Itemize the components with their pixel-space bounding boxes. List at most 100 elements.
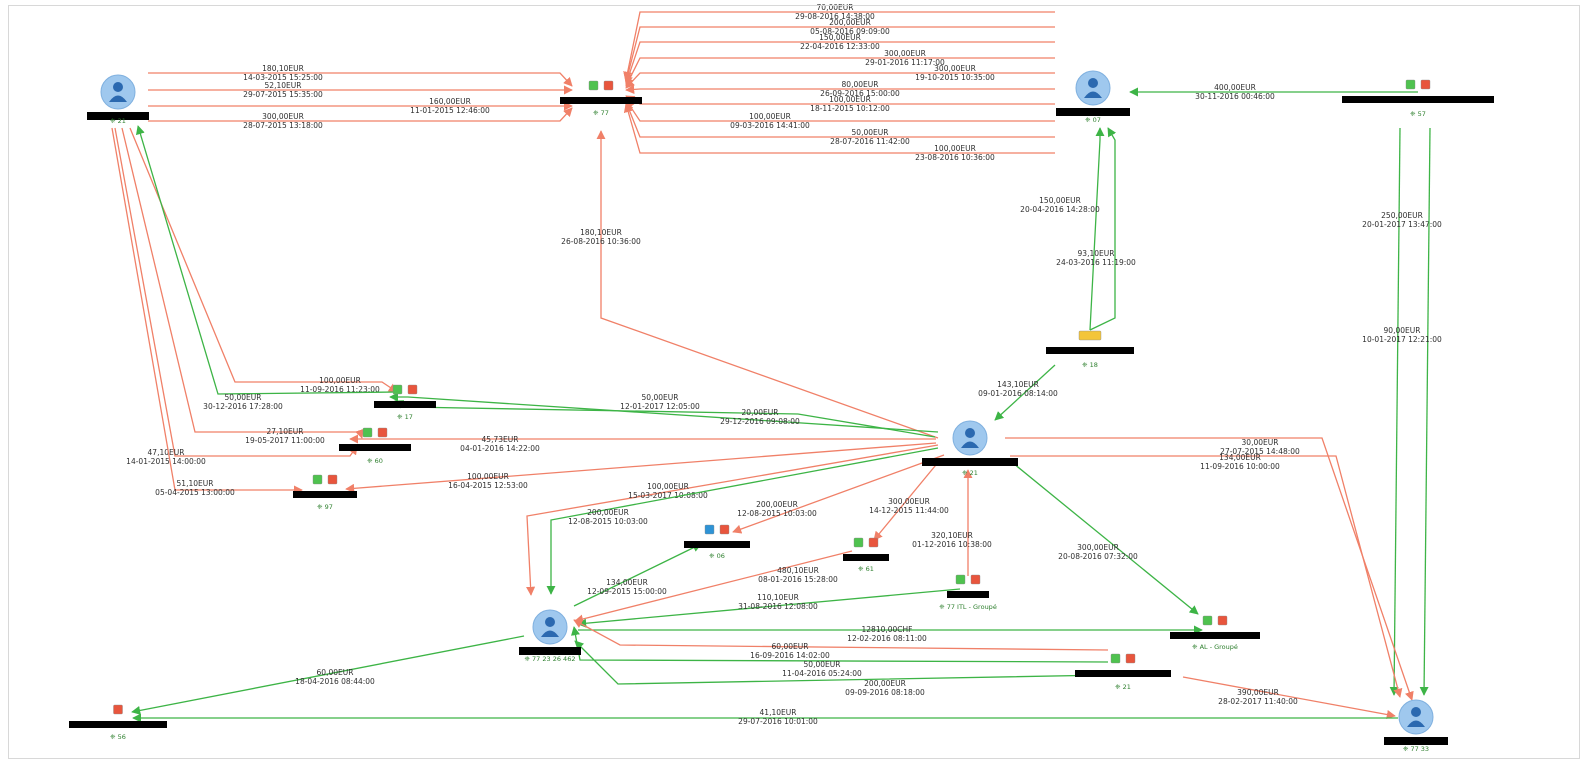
edge-line[interactable] [1089,127,1105,331]
edge-line[interactable] [596,130,939,439]
edge-line[interactable] [1419,127,1431,696]
edge-line[interactable] [570,626,1109,663]
person-node[interactable]: ❈ 07 [1056,70,1130,124]
edge-line[interactable] [148,107,573,122]
edge-line[interactable] [623,11,1055,81]
edge-line[interactable] [148,72,573,87]
edge-line[interactable] [131,635,525,715]
edge-line[interactable] [873,459,941,541]
edge-line[interactable] [623,26,1055,83]
edge-line[interactable] [625,72,1055,89]
edge-line[interactable] [577,588,961,628]
account-node[interactable]: ❈ AL - Groupé [1170,615,1260,651]
edge-line[interactable] [623,103,1055,154]
edge-line[interactable] [574,640,1109,685]
edge-line[interactable] [1007,458,1199,615]
edge-line[interactable] [1182,676,1396,719]
account-node[interactable]: ❈ 60 [339,427,411,465]
edge-line[interactable] [546,447,939,595]
edge-line[interactable] [526,444,939,596]
account-node[interactable]: ❈ 17 [374,384,436,421]
edge-line[interactable] [574,550,853,624]
account-node[interactable]: ❈ 61 [843,537,889,573]
edge-line[interactable] [1089,127,1117,331]
account-node[interactable]: ❈ 77 [560,80,642,117]
account-node[interactable]: ❈ 21 [1075,653,1171,691]
person-node[interactable]: ❈ 77 23 26 462 [519,609,581,663]
person-node[interactable]: ❈ 77 33 [1384,699,1448,753]
account-node[interactable]: ❈ 06 [684,524,750,560]
account-node[interactable]: ❈ 97 [293,474,357,511]
account-node[interactable]: ❈ 77 ITL - Groupé [939,574,997,611]
edge-line[interactable] [1389,127,1401,696]
edge-line[interactable] [624,41,1055,85]
edge-line[interactable] [573,543,702,607]
edge-line[interactable] [624,101,1055,138]
account-node[interactable]: ❈ 18 [1046,330,1134,369]
edge-line[interactable] [573,619,1109,651]
edge-line[interactable] [625,57,1055,87]
edge-line[interactable] [1005,437,1414,701]
account-node[interactable]: ❈ 57 [1342,79,1494,118]
edge-line[interactable] [135,125,398,395]
edge-line[interactable] [345,442,937,493]
edge-line[interactable] [1010,455,1403,698]
edge-line[interactable] [129,127,398,393]
edge-line[interactable] [625,84,1055,94]
node-id-label: ❈ 21 [962,469,978,477]
edge-line[interactable] [732,454,945,534]
account-node[interactable]: ❈ 56 [69,704,167,741]
edge-line[interactable] [994,364,1056,421]
edge-line[interactable] [121,127,364,439]
edge-line[interactable] [111,127,303,495]
person-node[interactable]: ❈ 21 [922,420,1018,477]
person-node[interactable]: ❈ 21 [87,74,149,125]
edge-line[interactable] [389,392,939,433]
